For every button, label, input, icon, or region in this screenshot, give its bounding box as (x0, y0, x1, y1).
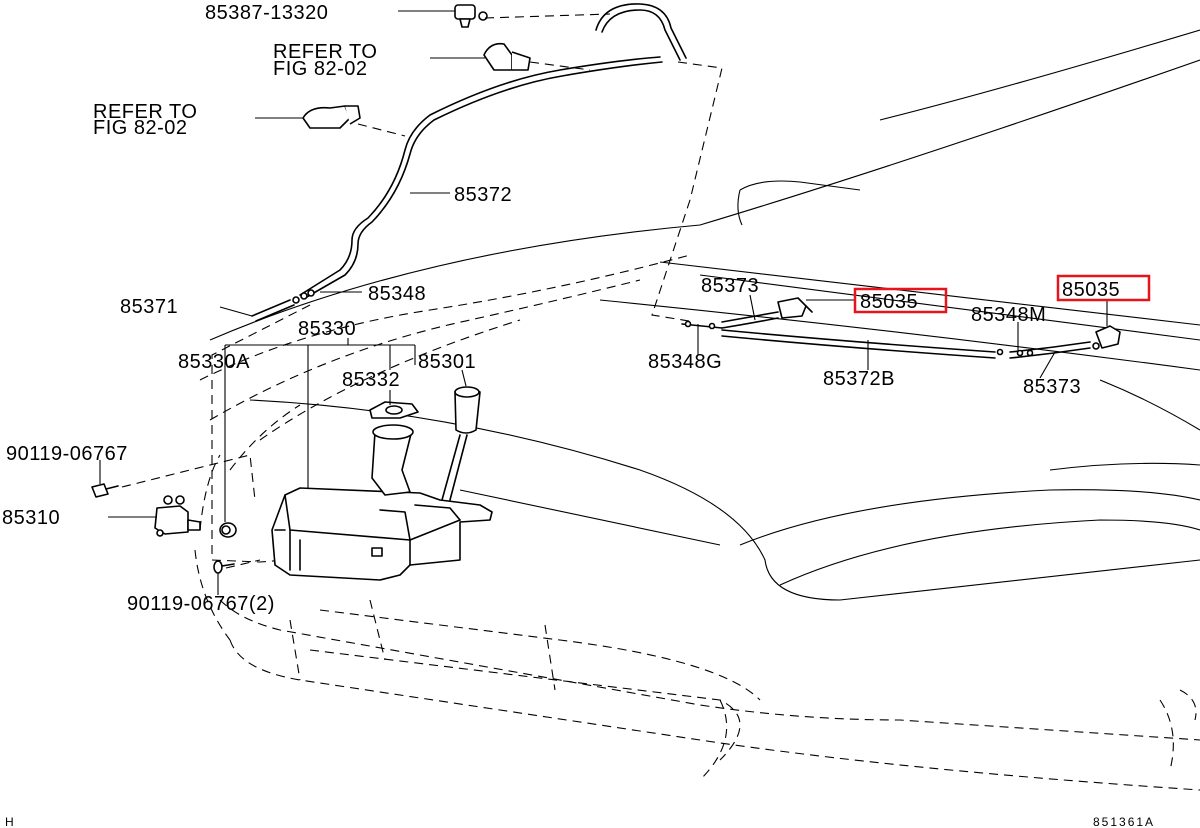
bolt-90119-upper (91, 483, 119, 498)
clamp-upper (483, 42, 531, 71)
label-85330a[interactable]: 85330A (178, 351, 250, 373)
washer-pump-85310 (154, 495, 201, 537)
leader-lines (99, 10, 1108, 595)
label-85348[interactable]: 85348 (368, 283, 426, 305)
diagram-id: 851361A (1093, 815, 1155, 828)
grommet-85330a (219, 522, 237, 538)
label-85330[interactable]: 85330 (298, 318, 356, 340)
hose-85373-right (996, 341, 1091, 359)
label-85348m[interactable]: 85348M (971, 304, 1046, 326)
label-85035-left[interactable]: 85035 (860, 291, 918, 313)
clamp-lower (302, 105, 361, 129)
clip-85387-13320 (454, 4, 488, 28)
level-sensor-85301 (441, 386, 481, 501)
label-85348g[interactable]: 85348G (648, 351, 722, 373)
hose-85372 (299, 3, 687, 299)
vehicle-body-outline (194, 29, 1200, 791)
hose-85373-left (721, 311, 779, 329)
label-85373-left[interactable]: 85373 (701, 275, 759, 297)
label-85372[interactable]: 85372 (454, 184, 512, 206)
dashed-guides (121, 13, 723, 569)
label-85387-13320[interactable]: 85387-13320 (205, 2, 328, 24)
label-refer-fig-mid-2[interactable]: FIG 82-02 (93, 117, 188, 139)
washer-nozzle-85035-left (777, 297, 813, 319)
washer-tank-85330 (271, 487, 493, 581)
hose-85372b (681, 320, 996, 359)
label-refer-fig-upper-1[interactable]: REFER TO (273, 41, 377, 63)
label-85310[interactable]: 85310 (2, 507, 60, 529)
label-90119-06767[interactable]: 90119-06767 (6, 443, 128, 465)
label-85372b[interactable]: 85372B (823, 368, 895, 390)
part-labels: 85387-13320 REFER TO FIG 82-02 REFER TO … (2, 2, 1155, 828)
label-85035-right[interactable]: 85035 (1062, 279, 1120, 301)
label-85332[interactable]: 85332 (342, 369, 400, 391)
highlight-box-85035-right (1056, 274, 1151, 302)
corner-mark: H (5, 815, 16, 828)
bolt-90119-lower (213, 560, 235, 574)
label-90119-06767-2[interactable]: 90119-06767(2) (127, 593, 275, 615)
washer-nozzle-85035-right (1092, 325, 1121, 350)
hose-85371 (251, 289, 315, 322)
label-85371[interactable]: 85371 (120, 296, 178, 318)
filler-neck-85332 (369, 401, 419, 496)
highlight-box-85035-left (853, 287, 948, 314)
label-85301[interactable]: 85301 (418, 351, 476, 373)
label-85373-right[interactable]: 85373 (1023, 376, 1081, 398)
label-refer-fig-mid-1[interactable]: REFER TO (93, 101, 197, 123)
label-refer-fig-upper-2[interactable]: FIG 82-02 (273, 58, 368, 80)
